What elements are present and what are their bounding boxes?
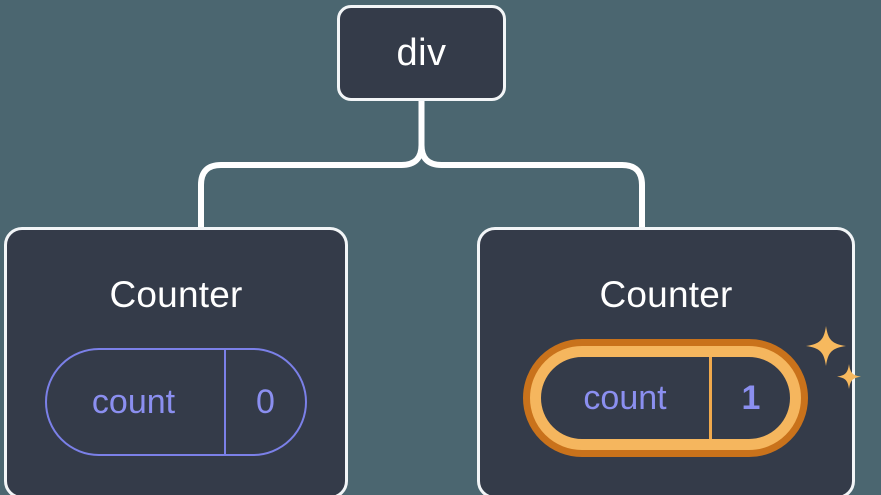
node-title: Counter [109, 274, 243, 315]
state-key-label: count [91, 383, 176, 421]
state-value-label: 1 [741, 379, 761, 417]
sparkles-icon [806, 326, 861, 389]
node-counter-right[interactable]: Counter count 1 [477, 227, 861, 495]
state-value-label: 0 [256, 383, 275, 421]
node-title: Counter [599, 274, 733, 315]
state-pill-count-1-highlighted[interactable]: count 1 [523, 339, 808, 457]
state-pill-divider [224, 350, 226, 454]
node-root-div[interactable]: div [337, 5, 506, 101]
state-pill-divider [709, 357, 712, 439]
node-counter-left[interactable]: Counter count 0 [4, 227, 348, 495]
state-pill-count-0[interactable]: count 0 [45, 348, 307, 456]
state-pill-inner: count 1 [530, 346, 801, 450]
root-node-label: div [396, 32, 447, 74]
state-key-label: count [583, 379, 667, 417]
